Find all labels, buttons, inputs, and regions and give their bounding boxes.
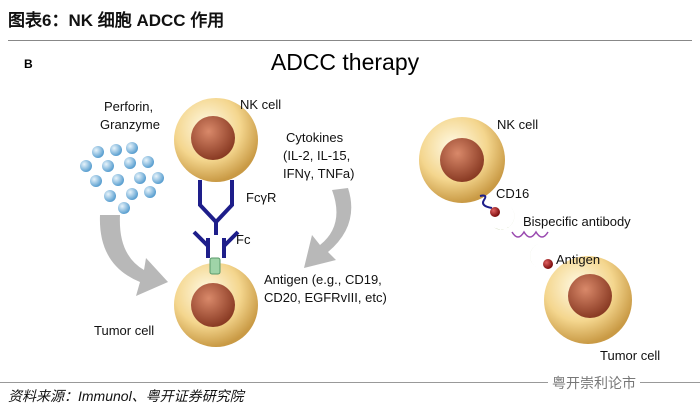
fcgr-label: FcγR xyxy=(246,190,277,205)
left-nk-cell xyxy=(174,98,258,182)
figure-title: 图表6：NK 细胞 ADCC 作用 xyxy=(8,11,225,30)
right-tumor-cell xyxy=(544,256,632,344)
antibody-fc-receptor xyxy=(192,180,240,258)
granule-arrow xyxy=(99,215,168,296)
fc-label: Fc xyxy=(236,232,251,247)
divider xyxy=(8,40,692,41)
cd16-ball xyxy=(490,207,500,217)
left-tumor-cell-label: Tumor cell xyxy=(94,323,155,338)
granzyme-label: Granzyme xyxy=(100,117,160,132)
cytokines-list-2: IFNγ, TNFa) xyxy=(283,166,355,181)
watermark: 粤开崇利论市 xyxy=(548,373,640,393)
right-nk-cell-label: NK cell xyxy=(497,117,539,132)
cytokine-arrow xyxy=(304,188,352,268)
panel-letter: B xyxy=(24,57,33,71)
right-nk-cell xyxy=(419,117,505,203)
bispecific-linker xyxy=(511,230,549,238)
bispecific-antibody-label: Bispecific antibody xyxy=(523,214,631,229)
cytokines-label: Cytokines xyxy=(286,130,344,145)
footer-divider xyxy=(0,382,700,383)
cytokines-list-1: (IL-2, IL-15, xyxy=(283,148,351,163)
source-note: 资料来源：Immunol、粤开证券研究院 xyxy=(8,388,244,404)
perforin-granules xyxy=(80,142,164,214)
left-tumor-cell xyxy=(174,263,258,347)
antigen-ball xyxy=(543,259,553,269)
antigen-label-1: Antigen (e.g., CD19, xyxy=(264,272,382,287)
antigen-label-2: CD20, EGFRvIII, etc) xyxy=(264,290,387,305)
right-tumor-cell-label: Tumor cell xyxy=(600,348,661,363)
perforin-label: Perforin, xyxy=(104,99,154,114)
diagram-title: ADCC therapy xyxy=(271,49,420,75)
antigen-marker xyxy=(209,257,221,275)
right-antigen-label: Antigen xyxy=(556,252,601,267)
cd16-receptor xyxy=(479,194,493,209)
cd16-label: CD16 xyxy=(496,186,530,201)
left-nk-cell-label: NK cell xyxy=(240,97,282,112)
